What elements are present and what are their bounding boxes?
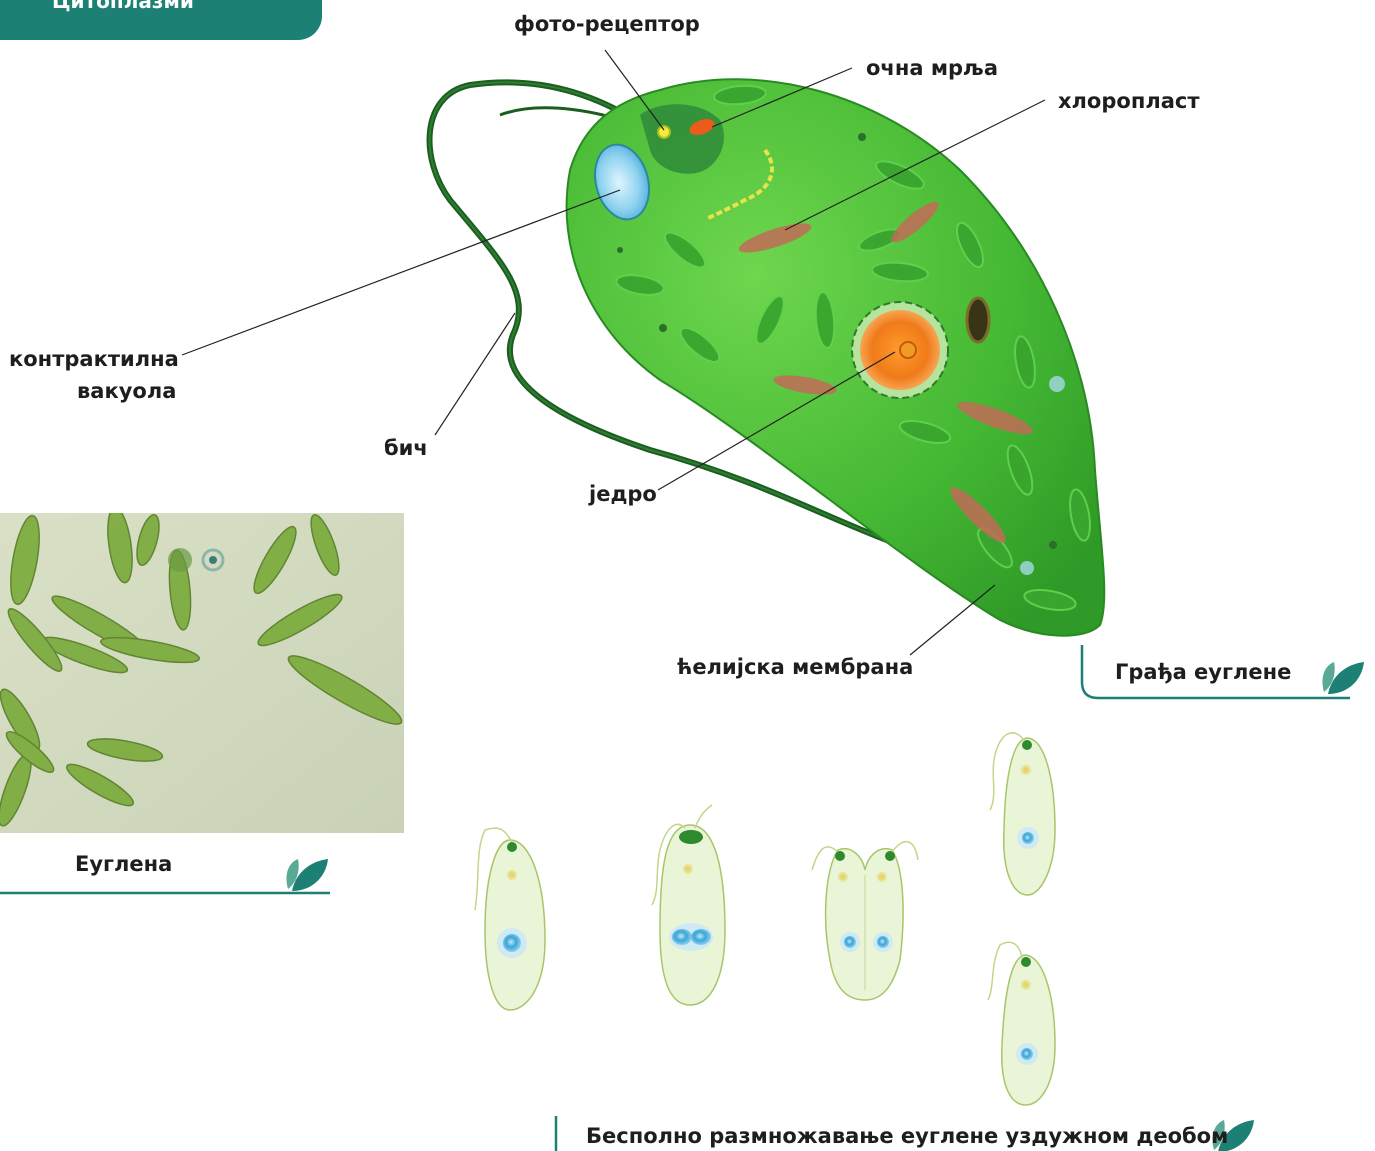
reproduction-stage-1: ✺ <box>475 828 545 1010</box>
caption-photo: Еуглена <box>75 854 172 875</box>
nucleolus <box>900 342 916 358</box>
label-chloroplast: хлоропласт <box>1058 91 1200 112</box>
mitochondrion <box>967 298 989 342</box>
svg-text:✺: ✺ <box>506 867 518 883</box>
caption-structure: Грађа еуглене <box>1115 662 1291 683</box>
leaf-icon <box>1322 662 1364 694</box>
label-cell-membrane: ћелијска мембрана <box>677 657 913 678</box>
label-photoreceptor: фото-рецептор <box>514 14 700 35</box>
label-flagellum: бич <box>384 438 428 459</box>
svg-text:✺: ✺ <box>682 861 694 877</box>
svg-text:✺: ✺ <box>876 869 888 885</box>
caption-reproduction: Бесполно размножавање еуглене уздужном д… <box>586 1126 1228 1147</box>
photoreceptor <box>658 126 670 138</box>
euglena-photo <box>0 506 407 833</box>
reproduction-stage-4a: ✺ <box>990 733 1055 895</box>
reproduction-stage-4b: ✺ <box>988 942 1055 1105</box>
reproduction-stage-2: ✺ <box>652 805 725 1005</box>
label-contractile-vacuole-1: контрактилна <box>9 349 179 370</box>
label-contractile-vacuole-2: вакуола <box>77 381 176 402</box>
label-nucleus: једро <box>589 484 657 505</box>
svg-text:✺: ✺ <box>1020 977 1032 993</box>
reproduction-stage-3: ✺ ✺ <box>812 842 918 1000</box>
label-eyespot: очна мрља <box>866 58 998 79</box>
leaf-icon <box>286 859 328 891</box>
svg-text:✺: ✺ <box>1020 762 1032 778</box>
svg-text:✺: ✺ <box>837 869 849 885</box>
